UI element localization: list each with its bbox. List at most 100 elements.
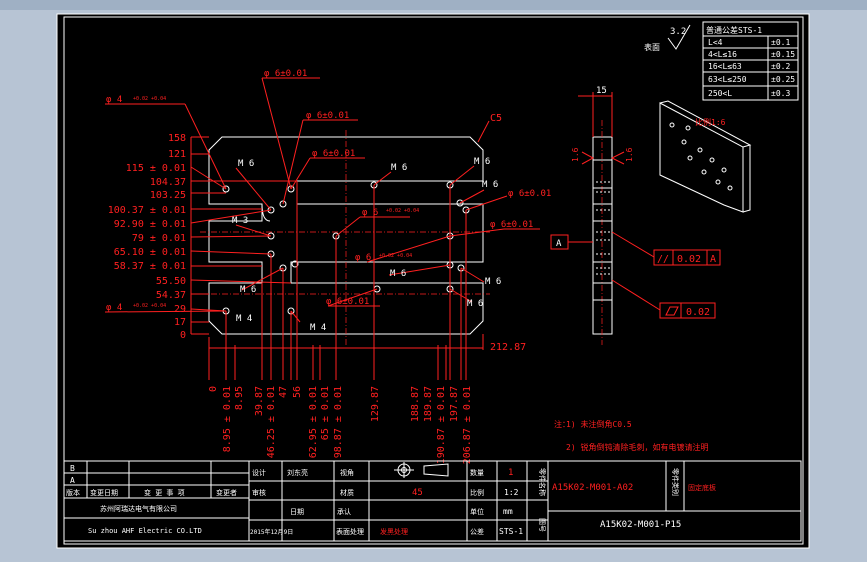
part-type-label: 零件类别 (671, 468, 680, 496)
bottom-dim-1: 8.95 ± 0.01 (222, 386, 233, 452)
tol-table-title: 普通公差STS-1 (706, 25, 762, 35)
thread-callout-m6-h: M 6 (467, 299, 483, 309)
part-type: 固定底板 (688, 483, 716, 492)
company-en: Su zhou AHF Electric CO.LTD (88, 527, 202, 535)
tol-label: 公差 (470, 527, 484, 536)
bottom-dim-11: 188.87 (410, 386, 421, 422)
approve-label: 承认 (337, 507, 351, 516)
left-dim-9: 58.37 ± 0.01 (114, 261, 186, 272)
check-label: 审核 (252, 488, 266, 497)
left-dim-5: 100.37 ± 0.01 (108, 205, 186, 216)
projection-label: 视角 (340, 468, 354, 477)
drawing-no-label: 图号 (538, 518, 546, 532)
left-dim-0: 158 (168, 133, 186, 144)
bottom-dim-5: 47 (278, 386, 289, 398)
left-dim-3: 104.37 (150, 177, 186, 188)
surface-treatment-value: 发黑处理 (380, 527, 408, 536)
rev-a: A (70, 476, 75, 485)
chamfer-callout: C5 (490, 113, 502, 124)
tol-range-3: 16<L≤63 (708, 62, 742, 71)
tol-val-3: ±0.2 (771, 62, 790, 71)
thread-callout-m6-c: M 6 (391, 163, 407, 173)
isometric-view: 比例1:6 (659, 100, 752, 213)
scale-label: 比例 (470, 488, 484, 497)
left-dim-7: 79 ± 0.01 (132, 233, 186, 244)
thread-callout-m6-g: M 6 (485, 277, 501, 287)
part-name: A15K02-M001-A02 (552, 483, 633, 493)
bottom-dim-3: 39.87 (254, 386, 265, 416)
qty-value: 1 (508, 468, 513, 478)
left-dim-10: 55.50 (156, 276, 186, 287)
tol-val-4: ±0.25 (771, 75, 795, 84)
unit-label: 单位 (470, 507, 484, 516)
hole-callout-phi6-d: φ 6±0.01 (326, 297, 369, 307)
left-dim-13: 17 (174, 317, 186, 328)
thread-callout-m6-e: M 6 (482, 180, 498, 190)
col-change-date: 变更日期 (90, 488, 118, 497)
parallel-tol-frame (653, 249, 721, 266)
hole-callout-phi4-bot: φ 4 (106, 303, 122, 313)
tolerance-table: 普通公差STS-1 L<4 ±0.1 4<L≤16 ±0.15 16<L≤63 … (702, 21, 799, 101)
material-value: 45 (412, 488, 423, 498)
bottom-dim-2: 8.95 (234, 386, 245, 410)
material-label: 材质 (340, 488, 354, 497)
bottom-dim-0: 0 (208, 386, 219, 392)
part-name-label: 零件名称 (538, 468, 547, 496)
iso-scale-label: 比例1:6 (695, 117, 726, 127)
bottom-dim-6: 56 (292, 386, 303, 398)
qty-label: 数量 (470, 468, 484, 477)
parallel-tol-datum: A (710, 254, 716, 265)
side-view: 15 1.6 1.6 A // 0.02 A 0.02 (550, 86, 721, 345)
scale-value: 1:2 (504, 488, 519, 497)
datum-label: A (556, 239, 562, 249)
thread-callout-m4-a: M 4 (236, 314, 252, 324)
tol-val-5: ±0.3 (771, 89, 790, 98)
hole-tol-phi4-bot: +0.02 +0.04 (133, 303, 166, 309)
bottom-dim-8: 65 ± 0.01 (320, 386, 331, 440)
left-dim-1: 121 (168, 149, 186, 160)
left-dim-2: 115 ± 0.01 (126, 163, 186, 174)
col-changer: 变更者 (216, 488, 237, 497)
tol-range-2: 4<L≤16 (708, 50, 737, 59)
bottom-dim-10: 129.87 (370, 386, 381, 422)
width-dim: 212.87 (490, 342, 526, 353)
date-label: 日期 (290, 508, 304, 516)
leader-lines (104, 77, 540, 323)
front-view: φ 6±0.01 φ 6±0.01 φ 6±0.01 φ 4 +0.02 +0.… (104, 69, 551, 464)
window-top-bar (0, 0, 867, 10)
side-roughness-left: 1.6 (571, 147, 580, 162)
drawing-number: A15K02-M001-P15 (600, 520, 681, 530)
tol-val-2: ±0.15 (771, 50, 795, 59)
designer-name: 刘东亮 (287, 468, 308, 477)
flatness-tol-value: 0.02 (686, 307, 710, 318)
design-label: 设计 (252, 468, 266, 477)
bottom-dim-lines (208, 181, 484, 380)
bottom-dim-4: 46.25 ± 0.01 (266, 386, 277, 458)
surface-note: 表面 (644, 42, 660, 52)
hole-callout-phi6-f: φ 6±0.01 (490, 220, 533, 230)
hole-tol-phi4-top: +0.02 +0.04 (133, 96, 166, 102)
tol-range-5: 250<L (708, 89, 732, 98)
thread-callout-m6-a: M 6 (238, 159, 254, 169)
rev-b: B (70, 464, 75, 473)
title-block: B A 版本 变更日期 变 更 事 项 变更者 苏州阿瑞达电气有限公司 Su z… (63, 460, 802, 542)
tol-val-1: ±0.1 (771, 38, 790, 47)
bottom-dim-14: 197.87 (449, 386, 460, 422)
bottom-dim-13: 190.87 ± 0.01 (436, 386, 447, 464)
tol-range-1: L<4 (708, 38, 723, 47)
svg-text://: // (657, 254, 669, 265)
hole-callout-phi6-c: φ 6±0.01 (312, 149, 355, 159)
left-dim-6: 92.90 ± 0.01 (114, 219, 186, 230)
hole-callout-phi4-top: φ 4 (106, 95, 122, 105)
hole-callout-phi6-h: φ 6 (355, 253, 371, 263)
left-dim-labels: 158 121 115 ± 0.01 104.37 103.25 100.37 … (108, 133, 186, 341)
tol-value: STS-1 (499, 527, 523, 536)
side-roughness-right: 1.6 (625, 147, 634, 162)
hole-tol-phi6-h: +0.02 +0.04 (379, 253, 412, 259)
hole-callout-phi6-g: φ 6 (362, 208, 378, 218)
inner-border (63, 16, 804, 545)
parallel-tol-value: 0.02 (677, 254, 701, 265)
bottom-dim-7: 62.95 ± 0.01 (308, 386, 319, 458)
hole-callout-phi6-b: φ 6±0.01 (306, 111, 349, 121)
